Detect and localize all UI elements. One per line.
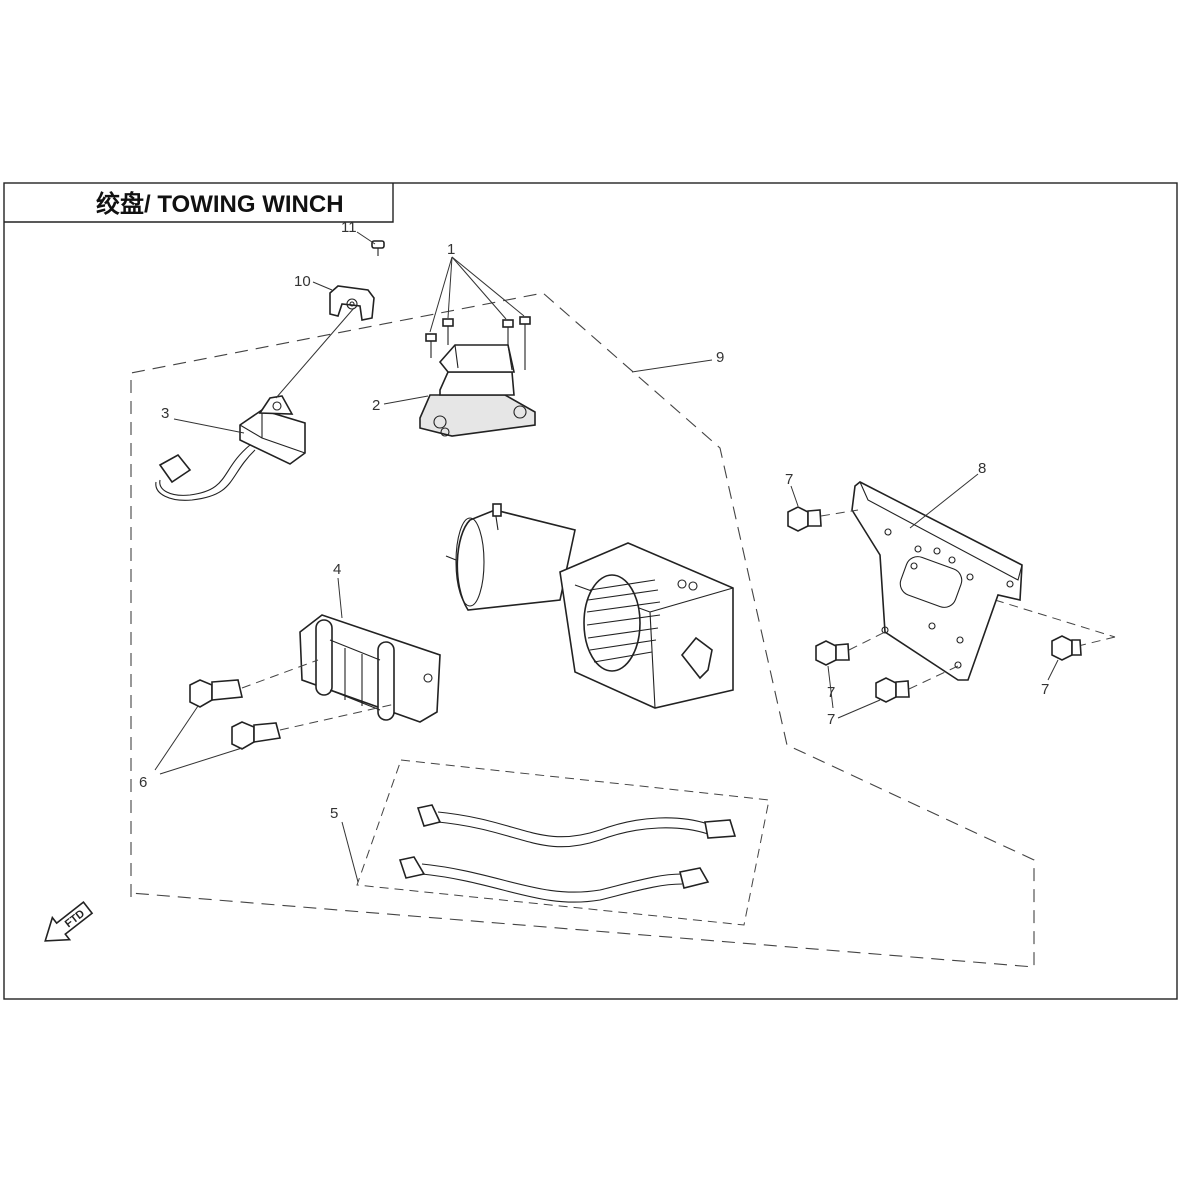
callout-4: 4 xyxy=(333,561,341,578)
cable-lower-icon xyxy=(398,856,710,903)
plate-bolt-icon xyxy=(1051,635,1082,661)
leader-line xyxy=(341,821,359,883)
diagram-title: 绞盘/ TOWING WINCH xyxy=(96,190,344,218)
kit-outline-left xyxy=(130,292,1035,968)
callout-8: 8 xyxy=(978,460,986,477)
plate-bolt-icon xyxy=(787,506,822,532)
callout-7-top: 7 xyxy=(785,471,793,488)
leader-line xyxy=(451,256,507,320)
bolt-guide-line xyxy=(908,665,959,690)
leader-line xyxy=(383,395,429,405)
leader-line xyxy=(1047,659,1059,681)
leader-line xyxy=(337,577,343,619)
leader-line xyxy=(429,256,453,333)
callout-3: 3 xyxy=(161,405,169,422)
callout-1: 1 xyxy=(447,241,455,258)
leader-line xyxy=(312,281,333,291)
leader-line xyxy=(356,231,376,245)
mounting-plate-icon xyxy=(851,481,1023,681)
bolt-guide-line xyxy=(848,631,886,651)
leader-line xyxy=(631,359,713,373)
remote-switch-icon xyxy=(155,395,306,501)
plate-bolt-icon xyxy=(875,677,910,703)
switch-bracket-icon xyxy=(329,285,375,321)
leader-line xyxy=(451,256,525,317)
callout-7-bottom: 7 xyxy=(827,711,835,728)
callout-5: 5 xyxy=(330,805,338,822)
callout-7-right: 7 xyxy=(1041,681,1049,698)
front-arrow-icon: FTD xyxy=(44,901,94,942)
title-box xyxy=(4,183,394,223)
cable-upper-icon xyxy=(416,804,737,848)
small-screw-icon xyxy=(371,240,385,256)
bolt-guide-line xyxy=(820,509,859,517)
relay-bolts-icon xyxy=(425,316,531,370)
callout-7-mid: 7 xyxy=(827,684,835,701)
leader-line xyxy=(790,485,799,507)
leader-line xyxy=(827,665,834,709)
plate-bolt-icon xyxy=(815,640,850,666)
fairlead-icon xyxy=(299,614,441,723)
cable-kit-outline xyxy=(356,759,770,926)
fairlead-bolt-bottom-icon xyxy=(231,721,282,750)
leader-line xyxy=(173,418,245,434)
fairlead-bolt-top-icon xyxy=(189,679,243,708)
leader-line xyxy=(837,699,881,719)
relay-icon xyxy=(419,344,536,437)
bolt-guide-line xyxy=(241,659,319,689)
bolt-guide-line xyxy=(994,599,1116,638)
outer-frame xyxy=(3,182,1178,1000)
bolt-guide-line xyxy=(279,703,396,731)
leader-line xyxy=(447,256,453,319)
leader-line xyxy=(909,473,979,529)
callout-9: 9 xyxy=(716,349,724,366)
callout-2: 2 xyxy=(372,397,380,414)
winch-icon xyxy=(445,503,734,709)
leader-line xyxy=(275,307,355,399)
callout-6: 6 xyxy=(139,774,147,791)
leader-line xyxy=(154,705,199,771)
callout-10: 10 xyxy=(294,273,311,290)
callout-11: 11 xyxy=(341,219,357,236)
leader-line xyxy=(159,747,243,775)
